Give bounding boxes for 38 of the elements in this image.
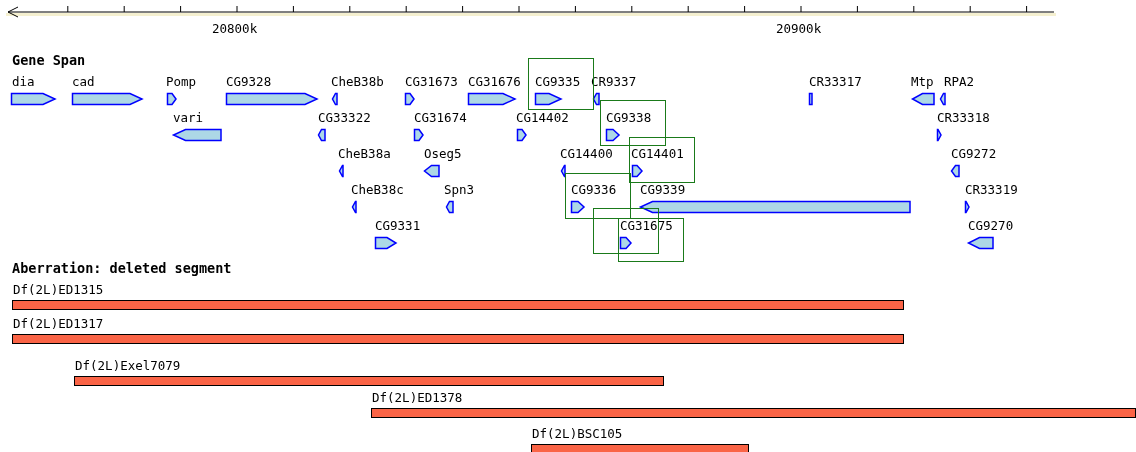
gene-label: CG14401 [631,147,684,161]
gene-label: Oseg5 [424,147,462,161]
scale-label: 20800k [212,22,258,36]
gene-label: CG31674 [414,111,467,125]
gene-label: CG9270 [968,219,1014,233]
scale-label: 20900k [776,22,822,36]
gene-label: Pomp [166,75,197,89]
gene-label: CG14402 [516,111,569,125]
segment-label: Df(2L)ED1378 [372,391,463,405]
gene-label: Mtp [911,75,934,89]
gene-label: CG9335 [535,75,581,89]
gene-label: CheB38c [351,183,404,197]
gene-label: CG9336 [571,183,617,197]
segment-label: Df(2L)BSC105 [532,427,623,441]
gene-label: CG9339 [640,183,686,197]
gene-label: CheB38a [338,147,391,161]
gene-label: Spn3 [444,183,475,197]
gene-label: CG31673 [405,75,458,89]
gene-label: CG31676 [468,75,521,89]
gene-label: RPA2 [944,75,975,89]
gene-label: cad [72,75,95,89]
segment-label: Df(2L)ED1315 [13,283,104,297]
segment-label: Df(2L)ED1317 [13,317,104,331]
track-title: Aberration: deleted segment [12,261,232,276]
gene-label: CR33317 [809,75,862,89]
gene-label: CG9331 [375,219,421,233]
gene-label: CG14400 [560,147,613,161]
gene-label: vari [173,111,204,125]
gene-label: CR33319 [965,183,1018,197]
gene-label: CG9338 [606,111,652,125]
segment-label: Df(2L)Exel7079 [75,359,181,373]
gene-label: CR33318 [937,111,990,125]
gene-label: dia [12,75,35,89]
gene-label: CG33322 [318,111,371,125]
gene-label: CG9328 [226,75,272,89]
track-title: Gene Span [12,53,86,68]
gene-label: CheB38b [331,75,384,89]
gene-label: CG9272 [951,147,997,161]
